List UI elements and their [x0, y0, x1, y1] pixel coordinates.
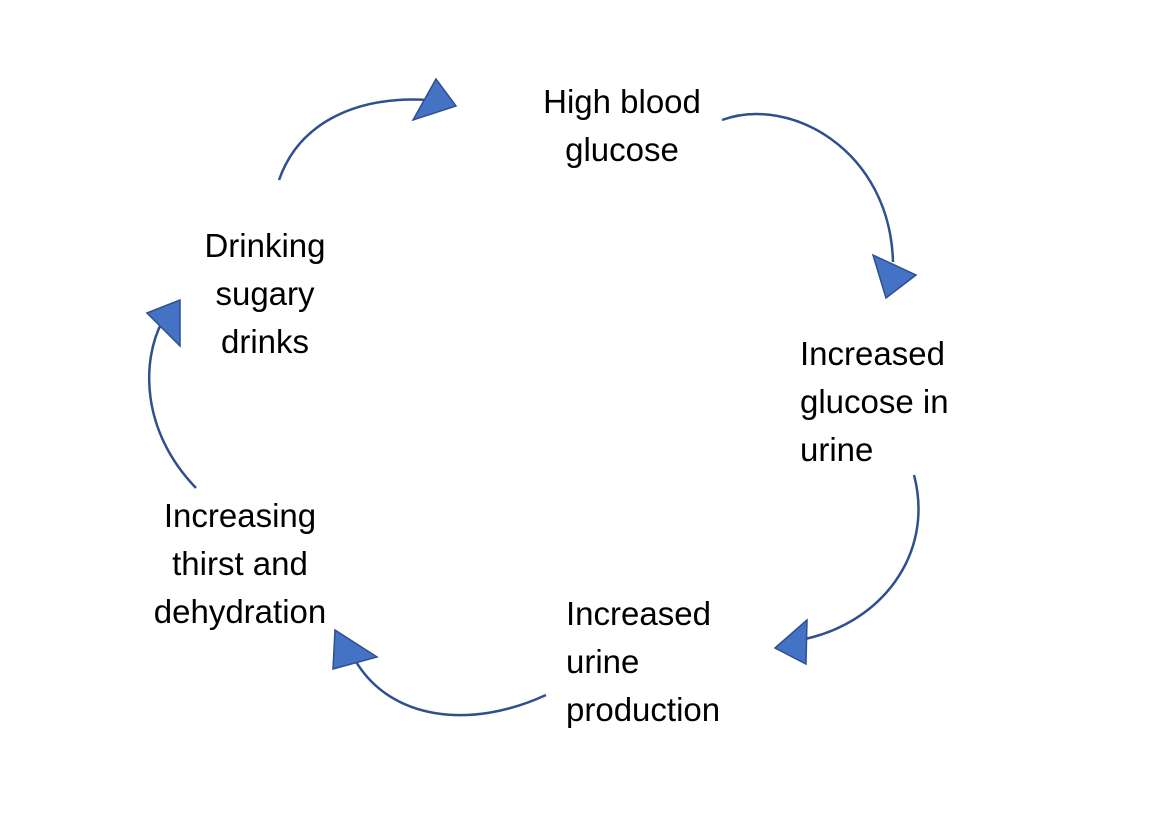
- arrowhead-icon: [332, 628, 379, 670]
- node-increased-urine-production: Increased urine production: [566, 590, 806, 734]
- arrow-curve: [721, 112, 895, 263]
- arrow-glucose-to-urine-glucose: [721, 112, 918, 300]
- node-increasing-thirst-and-dehydration: Increasing thirst and dehydration: [120, 492, 360, 636]
- arrow-curve: [148, 321, 197, 489]
- arrow-urine-glucose-to-urine-production: [773, 474, 920, 666]
- node-label-line: glucose: [565, 131, 679, 168]
- arrowhead-icon: [145, 298, 181, 348]
- node-label-line: dehydration: [153, 593, 327, 630]
- arrow-urine-production-to-thirst: [332, 628, 547, 717]
- node-label-line: Increased: [800, 335, 945, 372]
- node-label-line: glucose in: [800, 383, 949, 420]
- arrowhead-icon: [773, 618, 808, 666]
- arrow-sugary-drinks-to-high-glucose: [277, 77, 458, 181]
- node-increased-glucose-in-urine: Increased glucose in urine: [800, 330, 1030, 474]
- node-high-blood-glucose: High blood glucose: [502, 78, 742, 174]
- arrowhead-icon: [871, 253, 918, 300]
- arrow-curve: [799, 474, 920, 642]
- node-label-line: thirst and: [172, 545, 308, 582]
- arrow-curve: [277, 98, 429, 181]
- node-label-line: urine: [800, 431, 874, 468]
- node-label-line: High blood: [543, 83, 701, 120]
- node-label-line: Drinking: [204, 227, 326, 264]
- arrow-curve: [353, 659, 547, 717]
- node-label-line: drinks: [220, 323, 310, 360]
- arrow-thirst-to-sugary-drinks: [145, 298, 197, 489]
- node-label-line: Increasing: [163, 497, 317, 534]
- node-label-line: urine: [566, 643, 640, 680]
- node-drinking-sugary-drinks: Drinking sugary drinks: [150, 222, 380, 366]
- arrowhead-icon: [411, 77, 458, 122]
- node-label-line: production: [566, 691, 721, 728]
- node-label-line: Increased: [566, 595, 711, 632]
- node-label-line: sugary: [215, 275, 315, 312]
